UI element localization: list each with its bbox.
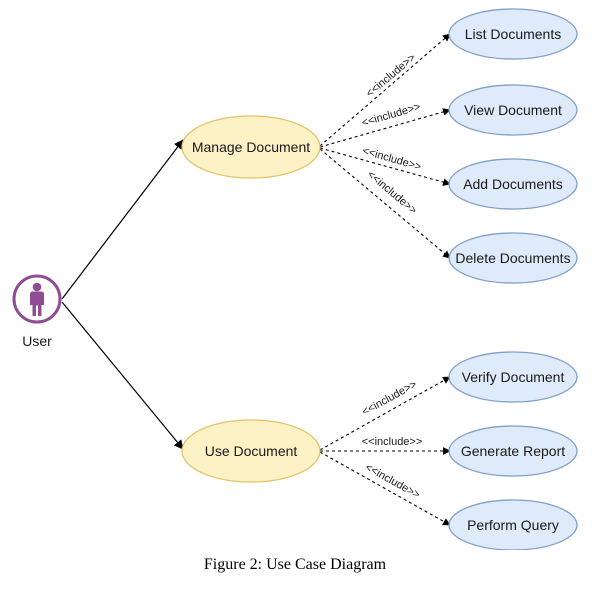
use-case-list-documents: List Documents	[448, 8, 578, 60]
use-case-label: Perform Query	[467, 517, 559, 533]
include-label-list-documents: <<include>>	[364, 52, 418, 100]
use-case-label: Delete Documents	[455, 250, 570, 266]
association-use-document	[61, 301, 184, 450]
diagram-canvas: <<include>> <<include>> <<include>> <<in…	[12, 8, 578, 550]
include-label-view-document: <<include>>	[360, 101, 422, 129]
include-label-perform-query: <<include>>	[363, 461, 422, 501]
use-case-use-document: Use Document	[181, 419, 321, 483]
actor-user: User	[12, 274, 62, 349]
include-label-verify-document: <<include>>	[360, 378, 419, 418]
include-line-verify-document	[319, 376, 451, 451]
use-case-delete-documents: Delete Documents	[448, 232, 578, 284]
include-line-view-document	[319, 108, 451, 148]
actor-label: User	[22, 333, 52, 349]
use-case-perform-query: Perform Query	[448, 499, 578, 550]
use-case-label: Use Document	[205, 443, 298, 459]
use-case-add-documents: Add Documents	[448, 158, 578, 210]
use-case-generate-report: Generate Report	[448, 425, 578, 477]
include-label-add-documents: <<include>>	[361, 145, 423, 173]
include-label-delete-documents: <<include>>	[365, 169, 419, 217]
figure-caption: Figure 2: Use Case Diagram	[203, 556, 387, 573]
use-case-view-document: View Document	[448, 84, 578, 136]
include-line-perform-query	[319, 451, 451, 526]
include-line-list-documents	[319, 33, 451, 147]
include-label-generate-report: <<include>>	[362, 436, 423, 448]
use-case-verify-document: Verify Document	[448, 351, 578, 403]
use-case-label: Verify Document	[462, 369, 565, 385]
use-case-label: View Document	[464, 102, 562, 118]
use-case-label: List Documents	[465, 26, 561, 42]
use-case-label: Generate Report	[461, 443, 565, 459]
include-line-delete-documents	[319, 148, 451, 259]
use-case-manage-document: Manage Document	[181, 115, 321, 179]
use-case-label: Manage Document	[192, 139, 310, 155]
association-manage-document	[61, 139, 184, 300]
include-line-add-documents	[319, 147, 451, 186]
user-icon	[30, 282, 44, 316]
use-case-label: Add Documents	[463, 176, 563, 192]
